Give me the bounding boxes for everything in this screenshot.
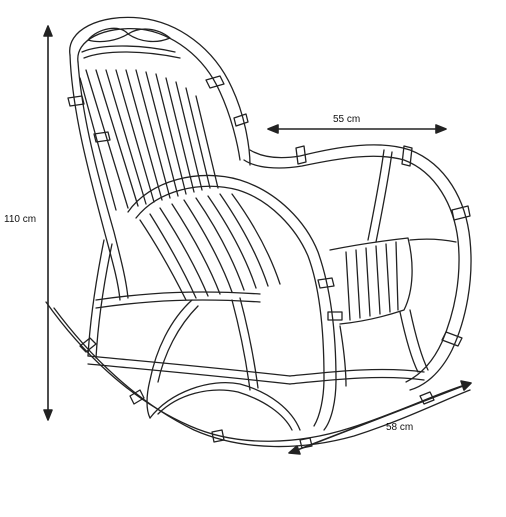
height-dimension-arrow — [43, 25, 53, 421]
depth-label: 58 cm — [386, 422, 414, 433]
chair-outline — [45, 16, 472, 449]
width-dimension-arrow — [267, 124, 447, 134]
height-label: 110 cm — [4, 214, 37, 225]
width-label: 55 cm — [333, 114, 361, 125]
